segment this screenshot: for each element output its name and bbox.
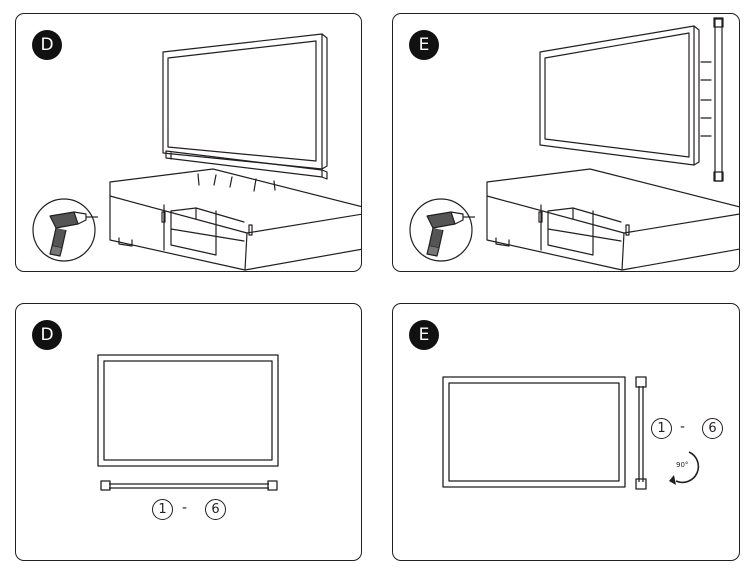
- vertical-soundbar-drawing: [713, 17, 724, 182]
- range-separator: -: [182, 500, 188, 516]
- tv-screen: [103, 360, 273, 461]
- range-separator: -: [680, 419, 686, 435]
- panel-d-mounted: D: [15, 13, 362, 272]
- tv-stand-drawing: [486, 168, 739, 271]
- tv-stand-drawing: [109, 168, 361, 271]
- range-start-number: 1: [651, 418, 672, 439]
- panel-e-mounted: E: [392, 13, 740, 272]
- horizontal-soundbar-drawing: [100, 480, 278, 491]
- step-badge: E: [409, 320, 439, 350]
- range-end-number: 6: [205, 499, 226, 520]
- tv-front-illustration: [97, 354, 279, 491]
- range-start-number: 1: [152, 499, 173, 520]
- range-end-number: 6: [702, 418, 723, 439]
- tv-screen: [448, 382, 620, 482]
- soundbar-drawing: [165, 150, 328, 180]
- step-badge: E: [409, 30, 439, 60]
- drill-icon: [409, 198, 475, 262]
- tv-drawing: [539, 25, 700, 166]
- panel-e-front: E 1 - 6 90°: [392, 303, 740, 561]
- tv-soundbar-illustration: [109, 33, 361, 271]
- tv-front-illustration: [442, 376, 700, 490]
- step-badge: D: [32, 320, 62, 350]
- rotate-90-icon: [669, 451, 700, 485]
- tv-outer-frame: [442, 376, 626, 488]
- tv-drawing: [162, 33, 328, 170]
- vertical-soundbar-drawing: [635, 376, 647, 490]
- rotation-label: 90°: [676, 461, 689, 469]
- tv-outer-frame: [97, 354, 279, 467]
- drill-icon: [32, 198, 98, 262]
- step-badge: D: [32, 30, 62, 60]
- tv-soundbar-illustration: [486, 17, 739, 271]
- panel-d-front: D 1 - 6: [15, 303, 362, 561]
